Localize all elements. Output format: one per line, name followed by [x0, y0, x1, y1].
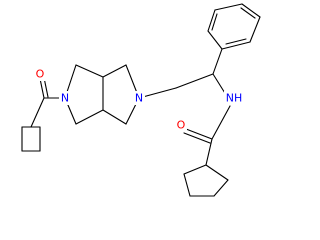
- double-bond: [43, 79, 49, 98]
- bonds: [21, 3, 261, 197]
- molecule-structure: O N N NH O: [21, 3, 261, 197]
- bond: [241, 3, 261, 18]
- oxygen-label: O: [36, 68, 45, 81]
- bond: [214, 3, 243, 11]
- bond: [30, 97, 45, 128]
- bond: [213, 179, 229, 197]
- bond: [221, 41, 251, 50]
- bond: [183, 164, 207, 175]
- double-bond: [39, 80, 45, 99]
- bond: [205, 164, 229, 181]
- aromatic-bond: [211, 13, 218, 31]
- oxygen-label-bottom: O: [177, 119, 186, 132]
- bond: [205, 138, 213, 166]
- bond: [175, 73, 214, 89]
- bond: [102, 109, 127, 125]
- bond: [183, 173, 191, 197]
- nitrogen-label-left: N: [61, 92, 69, 105]
- bond: [102, 64, 127, 78]
- bond: [207, 9, 216, 32]
- bond: [207, 30, 223, 50]
- nitrogen-label-right: N: [135, 92, 143, 105]
- double-bond: [183, 132, 211, 144]
- bond: [212, 48, 223, 75]
- atom-labels: O N N NH O: [34, 67, 244, 132]
- aromatic-bond: [240, 7, 256, 19]
- nh-label: NH: [226, 92, 243, 105]
- bond: [75, 64, 104, 78]
- double-bond: [185, 128, 213, 140]
- bond: [211, 105, 231, 140]
- bond: [138, 87, 177, 99]
- bond: [249, 16, 261, 43]
- aromatic-bond: [225, 38, 247, 45]
- structure-canvas: O N N NH O: [21, 3, 261, 197]
- bond: [75, 109, 104, 125]
